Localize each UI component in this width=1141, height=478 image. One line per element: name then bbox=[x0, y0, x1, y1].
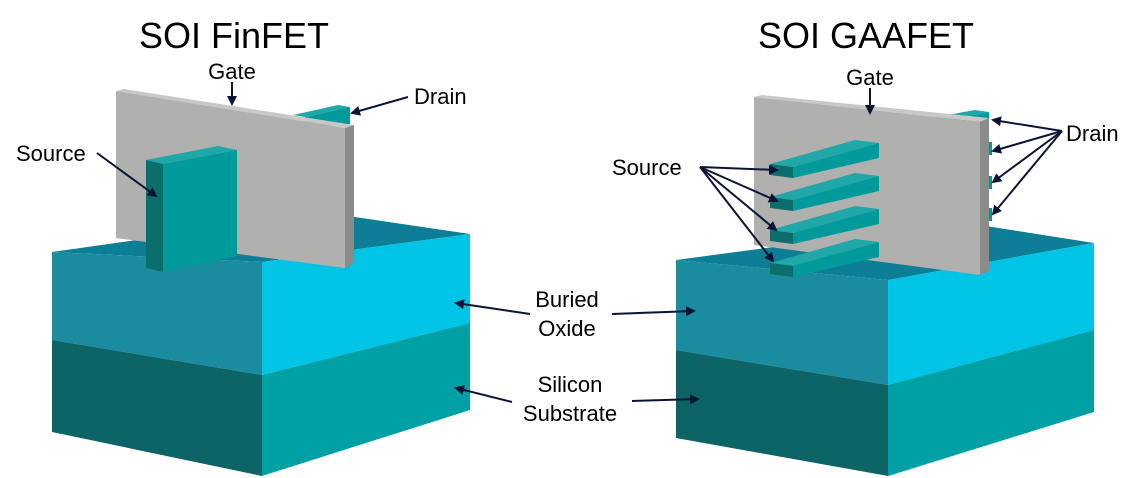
buried-oxide-label-line1: Buried bbox=[535, 287, 599, 312]
gaafet-source-arrow bbox=[699, 164, 779, 175]
finfet-gate-top bbox=[116, 89, 354, 128]
finfet-title: SOI FinFET bbox=[139, 15, 329, 56]
gaafet-title: SOI GAAFET bbox=[758, 15, 974, 56]
finfet-substrate-front bbox=[52, 340, 262, 476]
finfet-drain-label: Drain bbox=[414, 84, 467, 109]
finfet-structure bbox=[52, 89, 470, 476]
finfet-source-arrow bbox=[96, 152, 158, 198]
finfet-drain-top bbox=[293, 105, 350, 117]
gaafet-source-arrow bbox=[699, 166, 779, 203]
buried-oxide-label-line2: Oxide bbox=[538, 316, 595, 341]
gaafet-oxide-front bbox=[676, 260, 888, 385]
gaafet-drain-arrow bbox=[991, 130, 1063, 184]
gaafet-drain-stub bbox=[987, 176, 992, 189]
gaafet-gate-side bbox=[980, 118, 989, 275]
buried-oxide-arrow-right bbox=[611, 306, 696, 317]
substrate-arrow-left bbox=[454, 385, 513, 403]
gaafet-drain-stub bbox=[987, 208, 992, 221]
arrows bbox=[96, 82, 1063, 405]
buried-oxide-arrow-left bbox=[454, 299, 531, 315]
gaafet-drain-arrow bbox=[991, 116, 1063, 132]
finfet-source-fin-top bbox=[146, 146, 237, 164]
substrate-label-line1: Silicon bbox=[538, 372, 603, 397]
gaafet-source-arrow bbox=[699, 166, 775, 263]
finfet-substrate-right bbox=[262, 323, 470, 476]
substrate-arrow-right bbox=[631, 394, 700, 405]
labels: SOI FinFET SOI GAAFET Gate Drain Source … bbox=[16, 15, 1119, 426]
gaafet-source-sheet bbox=[770, 206, 879, 244]
gaafet-source-arrow bbox=[699, 166, 778, 232]
gaafet-drain-arrow bbox=[991, 130, 1063, 154]
gaafet-substrate-right bbox=[888, 330, 1094, 476]
gaafet-drain-stub bbox=[987, 142, 992, 155]
finfet-oxide-front bbox=[52, 252, 262, 375]
finfet-oxide-right bbox=[262, 234, 470, 375]
finfet-source-fin-front bbox=[163, 150, 237, 272]
finfet-gate-label: Gate bbox=[208, 59, 256, 84]
gaafet-oxide-right bbox=[888, 243, 1094, 385]
finfet-source-label: Source bbox=[16, 141, 86, 166]
gaafet-drain-label: Drain bbox=[1066, 121, 1119, 146]
gaafet-source-label: Source bbox=[612, 155, 682, 180]
gaafet-drain-arrow bbox=[991, 130, 1063, 216]
finfet-source-fin-side bbox=[146, 160, 163, 272]
gaafet-structure bbox=[676, 95, 1094, 476]
gaafet-gate-label: Gate bbox=[846, 65, 894, 90]
gaafet-substrate-front bbox=[676, 350, 888, 476]
finfet-gate-side bbox=[345, 125, 354, 268]
substrate-label-line2: Substrate bbox=[523, 401, 617, 426]
finfet-drain-arrow bbox=[350, 96, 409, 116]
gaafet-source-sheet bbox=[770, 239, 879, 277]
